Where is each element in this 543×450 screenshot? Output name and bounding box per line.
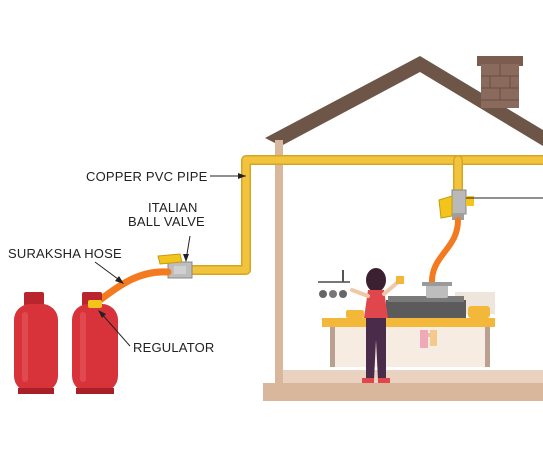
gas-cylinder-icon <box>72 292 118 394</box>
person-cooking-icon <box>350 268 404 383</box>
left-wall <box>275 140 283 385</box>
copper-pipe-arrowhead <box>238 173 246 179</box>
label-ball-valve-line2: BALL VALVE <box>128 214 205 229</box>
gas-stove-icon <box>346 282 490 318</box>
floor-inner <box>283 370 543 383</box>
gas-cylinder-icon <box>14 292 58 394</box>
valve-arrowhead <box>183 254 189 262</box>
regulator-pointer <box>99 311 131 347</box>
regulator-arrowhead <box>98 310 106 318</box>
indoor-hose <box>428 217 461 288</box>
hanging-utensils <box>318 270 350 298</box>
indoor-ball-valve-icon <box>438 189 474 220</box>
label-suraksha-hose: SURAKSHA HOSE <box>8 246 122 261</box>
dish-towels <box>420 330 437 348</box>
label-regulator: REGULATOR <box>133 340 215 355</box>
regulator-icon <box>88 300 102 308</box>
kitchen-counter <box>322 292 495 367</box>
person-hair <box>366 268 386 292</box>
suraksha-hose <box>96 268 172 304</box>
copper-pvc-pipe <box>185 155 543 275</box>
chimney-bricks <box>481 64 519 101</box>
house-roof <box>265 56 543 146</box>
floor <box>263 383 543 401</box>
person-top <box>364 290 388 318</box>
pot-icon <box>426 284 448 298</box>
ball-valve-icon <box>157 253 193 279</box>
label-ball-valve-line1: ITALIAN <box>148 200 198 215</box>
person-pants <box>366 318 386 380</box>
hose-arrowhead <box>115 276 124 284</box>
house-outline-icon <box>263 140 543 401</box>
bowl-icon <box>468 306 490 318</box>
chimney-cap <box>477 56 523 66</box>
label-copper-pvc-pipe: COPPER PVC PIPE <box>86 169 208 184</box>
